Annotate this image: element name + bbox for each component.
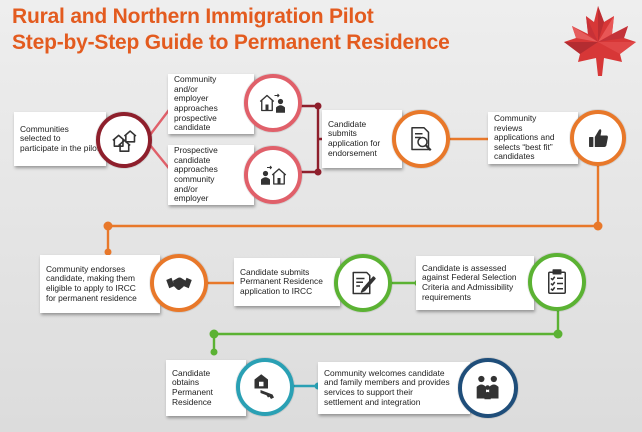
key-house-icon [254, 374, 274, 399]
step-text: Candidate submits application for endors… [328, 118, 381, 158]
step-text: Community and/or employer approaches pro… [174, 74, 218, 133]
step-text: Candidate obtains Permanent Residence [172, 367, 213, 407]
step-text: Candidate is assessed against Federal Se… [422, 262, 517, 302]
employer-approaches-circle [244, 74, 302, 132]
header: Rural and Northern Immigration Pilot Ste… [12, 4, 450, 55]
maple-leaf-icon [564, 6, 636, 76]
handshake-icon [166, 277, 192, 290]
step-reviews-applications: Community reviews applications and selec… [488, 112, 578, 164]
step-text: Community reviews applications and selec… [494, 113, 555, 162]
step-employer-approaches: Community and/or employer approaches pro… [168, 74, 254, 134]
welcomes-circle [458, 358, 518, 418]
best-fit-circle [570, 110, 626, 166]
endorsement-circle [392, 110, 450, 168]
step-assessed: Candidate is assessed against Federal Se… [416, 256, 534, 310]
step-submits-pr: Candidate submits Permanent Residence ap… [234, 258, 340, 306]
assessed-circle [528, 253, 586, 311]
step-submits-endorsement: Candidate submits application for endors… [322, 110, 402, 168]
clipboard-checklist-icon [548, 269, 566, 294]
family-icon [477, 376, 499, 400]
person-approaches-house-icon [259, 93, 285, 113]
step-communities-selected: Communities selected to participate in t… [14, 112, 106, 166]
step-text: Candidate submits Permanent Residence ap… [240, 266, 323, 296]
step-obtains-pr: Candidate obtains Permanent Residence [166, 360, 246, 416]
page-subtitle: Step-by-Step Guide to Permanent Residenc… [12, 31, 450, 54]
thumbs-up-icon [588, 128, 608, 147]
candidate-approaches-circle [244, 146, 302, 204]
houses-circle [96, 112, 152, 168]
houses-icon [111, 129, 137, 152]
step-text: Community endorses candidate, making the… [46, 263, 137, 303]
step-text: Communities selected to participate in t… [20, 123, 100, 153]
step-text: Community welcomes candidate and family … [324, 367, 450, 407]
page-title: Rural and Northern Immigration Pilot [12, 5, 374, 28]
step-candidate-approaches: Prospective candidate approaches communi… [168, 145, 254, 205]
document-pen-icon [352, 271, 376, 295]
step-text: Prospective candidate approaches communi… [174, 145, 218, 204]
obtains-pr-circle [236, 358, 294, 416]
step-welcomes: Community welcomes candidate and family … [318, 362, 470, 414]
document-magnifier-icon [411, 127, 432, 152]
step-endorses-candidate: Community endorses candidate, making the… [40, 255, 160, 313]
person-approaches-house-icon [261, 165, 287, 185]
handshake-circle [150, 254, 208, 312]
pr-application-circle [334, 254, 392, 312]
